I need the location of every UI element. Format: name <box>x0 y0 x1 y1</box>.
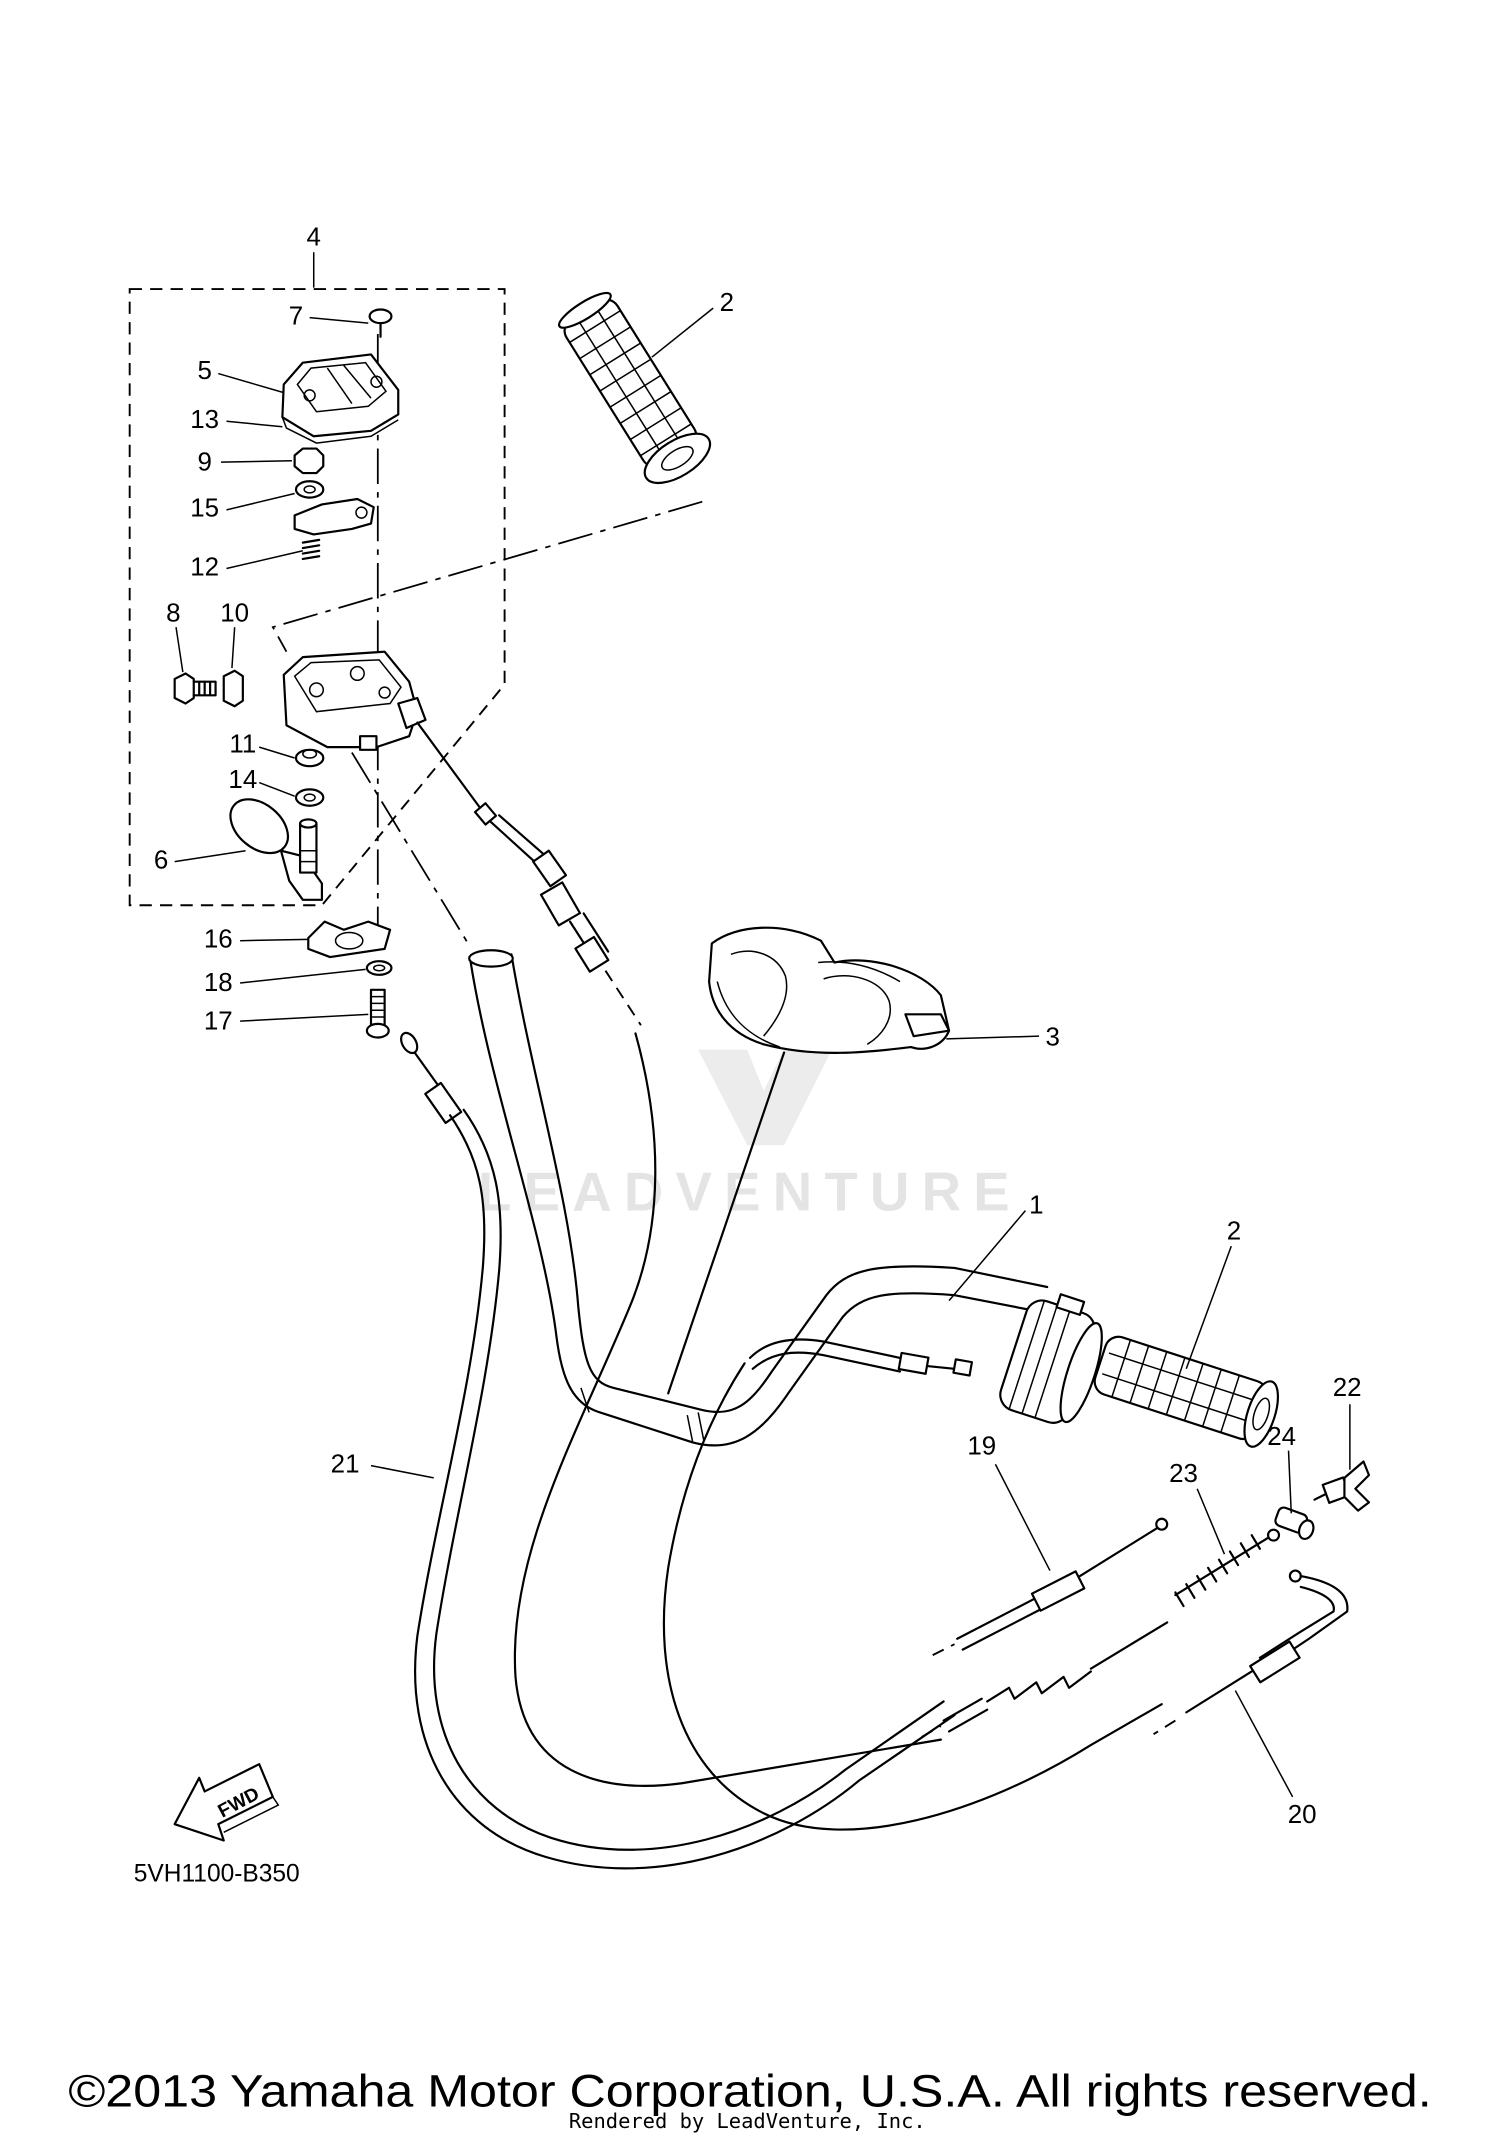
callout-1: 1 <box>1029 1191 1043 1219</box>
screw-17 <box>365 988 390 1039</box>
diagram-code: 5VH1100-B350 <box>134 1860 300 1887</box>
assembly-group-box <box>128 288 506 907</box>
switch-housing <box>282 650 427 751</box>
cable-20 <box>1153 1569 1349 1735</box>
callout-9: 9 <box>197 448 211 476</box>
callout-17: 17 <box>204 1007 233 1035</box>
switch-cover <box>281 353 400 444</box>
callout-2-left-grip: 2 <box>720 289 734 317</box>
brake-cable-21 <box>400 1031 956 1870</box>
callout-13: 13 <box>190 406 219 434</box>
nut-10 <box>222 669 244 708</box>
hand-guard-pointer-line <box>667 1051 786 1395</box>
screw-7 <box>368 308 393 338</box>
callout-20: 20 <box>1288 1801 1317 1829</box>
lever-plate <box>293 497 375 536</box>
cable-23 <box>921 1528 1281 1738</box>
throttle-housing <box>999 1293 1103 1424</box>
spring-12 <box>301 538 321 561</box>
hand-guard <box>708 926 951 1054</box>
right-throttle-cable <box>748 1338 974 1377</box>
callout-24: 24 <box>1267 1423 1296 1451</box>
throttle-cable <box>416 721 642 1026</box>
nut-9 <box>293 447 325 475</box>
callout-10: 10 <box>220 600 249 628</box>
callout-2-right-grip: 2 <box>1227 1217 1241 1245</box>
leadventure-watermark: LEADVENTURE <box>478 1049 1022 1223</box>
cable-end-24 <box>1274 1506 1315 1541</box>
callout-19: 19 <box>967 1433 996 1461</box>
bar-end-center-line <box>351 752 472 948</box>
callout-6: 6 <box>154 846 168 874</box>
callout-16: 16 <box>204 926 233 954</box>
cable-19 <box>932 1517 1169 1656</box>
callout-21: 21 <box>331 1450 360 1478</box>
callout-8: 8 <box>166 600 180 628</box>
washer-11 <box>294 748 325 768</box>
callout-4: 4 <box>307 223 321 251</box>
callout-12: 12 <box>190 553 219 581</box>
leadventure-logo <box>698 1049 832 1146</box>
copyright-text: ©2013 Yamaha Motor Corporation, U.S.A. A… <box>68 2065 1431 2116</box>
callout-3: 3 <box>1045 1024 1059 1052</box>
bolt-8 <box>173 672 217 705</box>
left-grip <box>558 291 712 485</box>
callout-18: 18 <box>204 969 233 997</box>
right-grip <box>1093 1335 1280 1448</box>
grip-center-line <box>271 500 703 653</box>
adjuster-22 <box>1313 1460 1371 1512</box>
callout-14: 14 <box>228 766 257 794</box>
callout-15: 15 <box>190 495 219 523</box>
cable-loop-outer <box>662 1362 1163 1831</box>
washer-15 <box>294 480 325 499</box>
callout-leaders <box>174 252 1351 1798</box>
clamp-16 <box>307 920 392 959</box>
callout-23: 23 <box>1169 1460 1198 1488</box>
forward-arrow-icon: FWD <box>173 1763 280 1842</box>
callout-11: 11 <box>229 731 256 759</box>
callout-labels: 4 7 2 5 13 9 15 12 8 10 11 14 6 16 18 17… <box>154 223 1362 1828</box>
thumb-lever-6 <box>229 798 323 901</box>
cable-loop <box>513 1032 942 1787</box>
callout-5: 5 <box>197 357 211 385</box>
callout-7: 7 <box>289 302 303 330</box>
washer-18 <box>365 960 393 976</box>
watermark-text: LEADVENTURE <box>478 1162 1022 1223</box>
handlebar <box>468 949 1049 1447</box>
washer-14 <box>294 788 325 807</box>
callout-22: 22 <box>1333 1374 1362 1402</box>
rendered-by-text: Rendered by LeadVenture, Inc. <box>569 2109 926 2133</box>
